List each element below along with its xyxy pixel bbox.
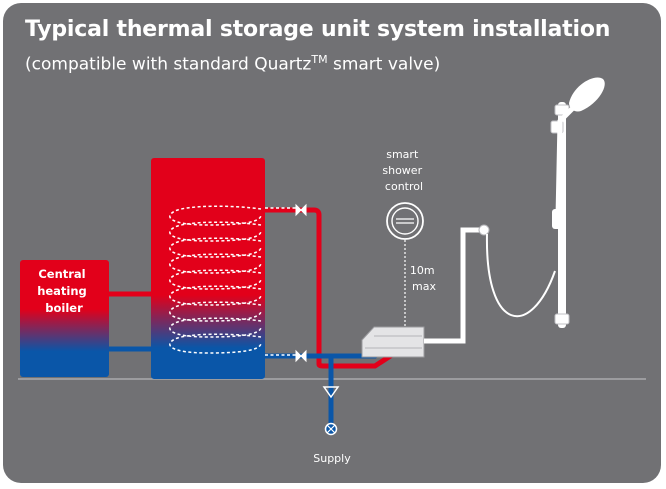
subtitle-text-end: smart valve) [327, 54, 441, 75]
stop-valve-cross [327, 425, 335, 433]
shower-handset-icon [552, 77, 605, 229]
diagram-panel: Typical thermal storage unit system inst… [3, 3, 661, 483]
shower-hose [485, 233, 556, 317]
page-title: Typical thermal storage unit system inst… [25, 17, 611, 42]
boiler-label-line-1: Central [38, 267, 85, 281]
central-heating-boiler [20, 260, 109, 377]
control-label-line-3: control [385, 180, 423, 193]
boiler-label-line-3: boiler [45, 301, 83, 315]
heating-coil [169, 205, 297, 356]
distance-label: 10m max [410, 264, 438, 293]
distance-label-line-2: max [412, 280, 436, 293]
control-label: smart shower control [382, 148, 425, 193]
control-label-line-1: smart [386, 148, 419, 161]
check-valve-icon [322, 386, 340, 399]
shower-control-dial [386, 202, 424, 240]
shower-outlet-pipe [424, 227, 479, 344]
hot-outlet-pipe [261, 207, 322, 364]
trademark-mark: TM [311, 53, 328, 66]
wall-outlet-icon [478, 224, 490, 236]
page-subtitle: (compatible with standard QuartzTM smart… [25, 53, 440, 75]
subtitle-text: (compatible with standard Quartz [25, 54, 312, 75]
supply-label: Supply [313, 452, 351, 465]
control-label-line-2: shower [382, 164, 422, 177]
boiler-label: Central heating boiler [37, 267, 91, 315]
thermal-storage-cylinder [151, 158, 265, 379]
cold-isolation-valve-icon [295, 349, 307, 363]
smart-valve-unit [361, 326, 425, 358]
hot-feed-to-valve [316, 346, 403, 369]
installation-diagram: Central heating boiler [18, 77, 646, 465]
boiler-label-line-2: heating [37, 284, 87, 298]
hot-isolation-valve-icon [295, 203, 307, 217]
distance-label-line-1: 10m [410, 264, 435, 277]
